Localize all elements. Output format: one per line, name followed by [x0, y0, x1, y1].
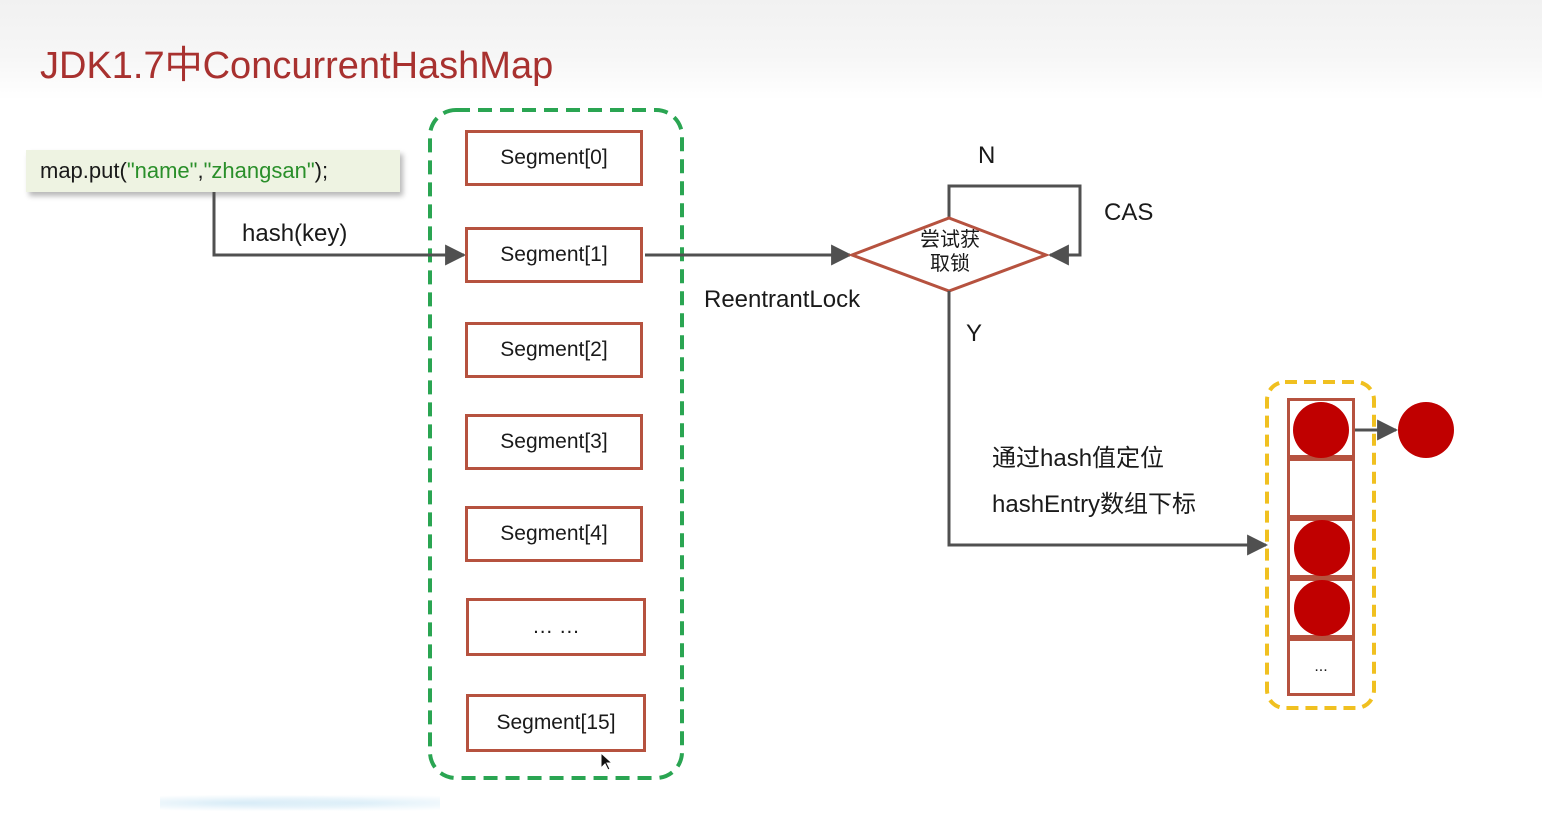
segment-group-border	[428, 108, 684, 780]
code-prefix: map.put(	[40, 158, 127, 183]
hash-key-label: hash(key)	[242, 220, 348, 247]
code-comma: ,	[197, 158, 204, 183]
decorative-cloud	[160, 793, 440, 813]
try-lock-diamond	[847, 216, 1051, 293]
segment-15: Segment[15]	[466, 694, 646, 752]
segment-3: Segment[3]	[465, 414, 643, 470]
segment-ellipsis: … …	[466, 598, 646, 656]
yes-label: Y	[966, 320, 983, 347]
locate-arrow	[947, 291, 1269, 556]
locate-label-line2: hashEntry数组下标	[992, 491, 1197, 518]
entry-node-3	[1294, 580, 1350, 636]
entry-node-2	[1294, 520, 1350, 576]
no-label: N	[978, 142, 996, 169]
entry-cell-4	[1287, 638, 1355, 696]
try-lock-text-line1: 尝试获	[920, 229, 980, 251]
code-arg-value: "zhangsan"	[203, 158, 315, 183]
segment-0: Segment[0]	[465, 130, 643, 186]
entry-cell-1	[1287, 458, 1355, 518]
code-snippet: map.put("name","zhangsan");	[26, 150, 400, 192]
linked-node	[1398, 402, 1454, 458]
title-band	[0, 0, 1542, 100]
segment-4: Segment[4]	[465, 506, 643, 562]
locate-label-line1: 通过hash值定位	[992, 445, 1165, 472]
cas-loop-arrow	[947, 184, 1082, 266]
try-lock-text-line2: 取锁	[930, 253, 970, 275]
cas-label: CAS	[1104, 199, 1154, 226]
segment-2: Segment[2]	[465, 322, 643, 378]
code-arg-key: "name"	[126, 158, 198, 183]
segment-1: Segment[1]	[465, 227, 643, 283]
hash-arrow	[212, 192, 467, 266]
entry-cell-ellipsis: ...	[1314, 658, 1328, 675]
try-lock-text: 尝试获 取锁	[900, 228, 1000, 276]
mouse-cursor-icon	[600, 752, 614, 771]
slide-title: JDK1.7中ConcurrentHashMap	[40, 45, 554, 87]
entry-node-0	[1293, 402, 1349, 458]
reentrant-lock-label: ReentrantLock	[704, 286, 861, 313]
code-suffix: );	[314, 158, 329, 183]
